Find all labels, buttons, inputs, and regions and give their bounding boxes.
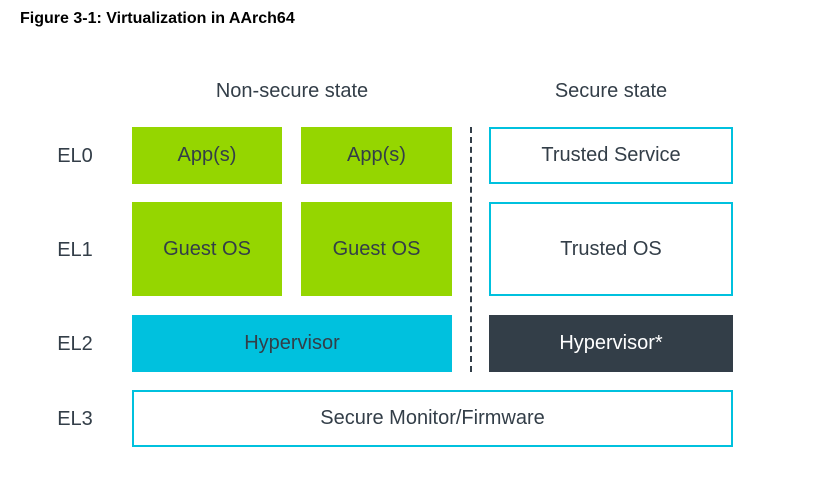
el0-apps-box-2: App(s): [301, 127, 452, 184]
security-state-divider: [470, 127, 472, 372]
el1-guest-os-box-2: Guest OS: [301, 202, 452, 296]
el2-secure-hypervisor-box: Hypervisor*: [489, 315, 733, 372]
figure-title: Figure 3-1: Virtualization in AArch64: [20, 10, 295, 27]
el3-secure-monitor-box: Secure Monitor/Firmware: [132, 390, 733, 447]
el0-trusted-service-box: Trusted Service: [489, 127, 733, 184]
el1-label: EL1: [57, 239, 93, 261]
el2-hypervisor-box: Hypervisor: [132, 315, 452, 372]
el1-trusted-os-box: Trusted OS: [489, 202, 733, 296]
secure-state-header: Secure state: [554, 80, 668, 102]
non-secure-state-header: Non-secure state: [215, 80, 369, 102]
el2-label: EL2: [57, 333, 93, 355]
el0-label: EL0: [57, 145, 93, 167]
el1-guest-os-box-1: Guest OS: [132, 202, 282, 296]
el0-apps-box-1: App(s): [132, 127, 282, 184]
el3-label: EL3: [57, 408, 93, 430]
